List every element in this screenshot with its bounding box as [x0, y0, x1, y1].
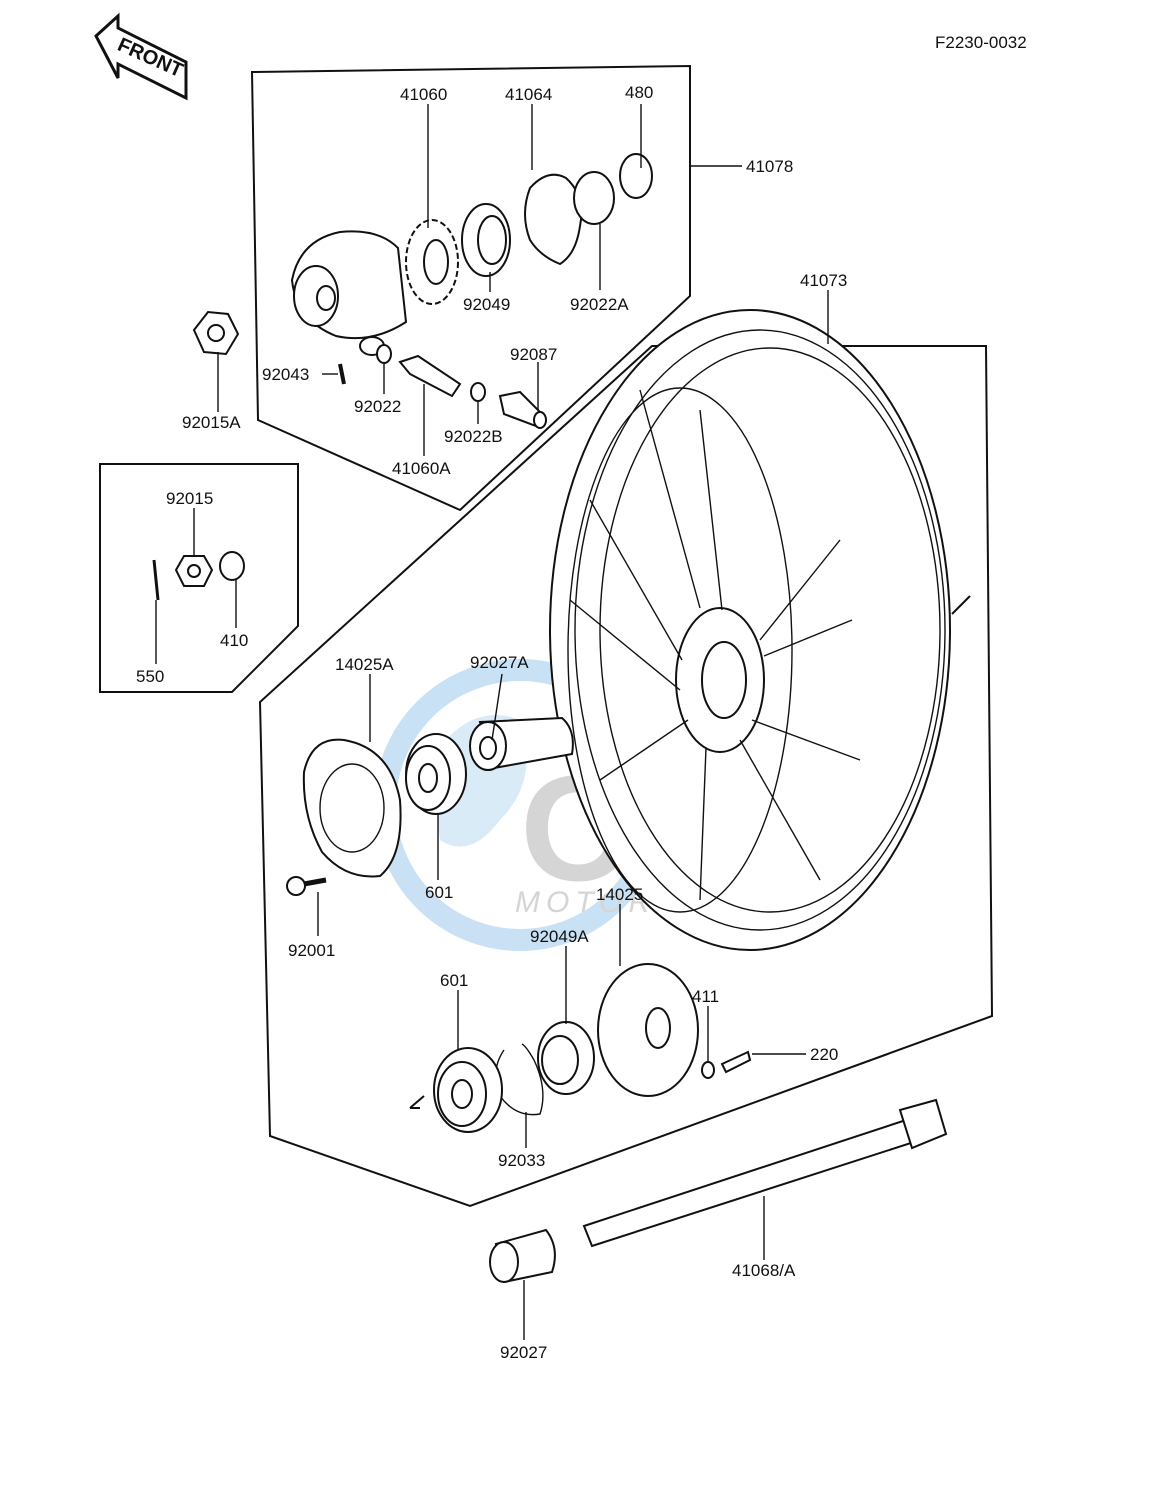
label-480: 480 [625, 83, 653, 102]
wheel-group-outline [258, 345, 994, 1208]
direction-arrow-icon-2 [409, 1095, 425, 1109]
speedo-housing [290, 230, 408, 356]
castle-nut-92015 [174, 555, 214, 587]
label-41060: 41060 [400, 85, 447, 104]
doc-code: F2230-0032 [935, 33, 1027, 52]
washer-92022 [376, 344, 392, 364]
label-410: 410 [220, 631, 248, 650]
front-arrow-icon: FRONT [94, 12, 188, 101]
oil-seal-92049A [537, 1021, 595, 1095]
gear-retainer-41064 [524, 173, 583, 266]
circlip-92033 [495, 1043, 544, 1116]
bolt-92001 [286, 876, 327, 896]
gear-group-outline [250, 64, 691, 512]
label-601-a: 601 [425, 883, 453, 902]
pin-92043 [338, 363, 346, 385]
sleeve-92027A [469, 716, 574, 771]
label-92027: 92027 [500, 1343, 547, 1362]
axle-nut-92015A [192, 310, 240, 356]
washer-411 [701, 1061, 715, 1079]
bearing-601b [433, 1047, 503, 1133]
label-14025A: 14025A [335, 655, 394, 674]
label-92049: 92049 [463, 295, 510, 314]
label-92022: 92022 [354, 397, 401, 416]
label-92022A: 92022A [570, 295, 629, 314]
washer-410 [219, 551, 245, 581]
wheel-rim-41073 [549, 309, 951, 951]
label-92043: 92043 [262, 365, 309, 384]
bearing-601a [405, 733, 467, 815]
pinion-41060A [398, 354, 462, 398]
sleeve-92027 [489, 1228, 556, 1284]
label-41060A: 41060A [392, 459, 451, 478]
label-41078: 41078 [746, 157, 793, 176]
spacer-92022A [573, 171, 615, 225]
label-92022B: 92022B [444, 427, 503, 446]
label-601-b: 601 [440, 971, 468, 990]
leader-lines [155, 104, 829, 1340]
label-92087: 92087 [510, 345, 557, 364]
label-41064: 41064 [505, 85, 552, 104]
label-92015: 92015 [166, 489, 213, 508]
label-220: 220 [810, 1045, 838, 1064]
label-41068-A: 41068/A [732, 1261, 796, 1280]
label-92027A: 92027A [470, 653, 529, 672]
circlip-480 [619, 153, 653, 199]
label-14025: 14025 [596, 885, 643, 904]
hub-cover-14025A [302, 738, 402, 878]
label-41073: 41073 [800, 271, 847, 290]
axle-41068 [582, 1098, 948, 1248]
nut-group-outline [99, 463, 299, 693]
label-550: 550 [136, 667, 164, 686]
speedo-gear-41060 [405, 219, 459, 305]
bolt-220 [720, 1050, 752, 1074]
oil-seal-92049 [461, 203, 511, 277]
label-92001: 92001 [288, 941, 335, 960]
label-411: 411 [692, 987, 719, 1006]
brake-disc-14025 [597, 963, 699, 1097]
label-92015A: 92015A [182, 413, 241, 432]
washer-92022B [470, 382, 486, 402]
direction-arrow-icon [951, 595, 971, 615]
label-92033: 92033 [498, 1151, 545, 1170]
label-92049A: 92049A [530, 927, 589, 946]
bushing-92087 [498, 390, 547, 429]
cotter-pin-550 [152, 559, 160, 601]
